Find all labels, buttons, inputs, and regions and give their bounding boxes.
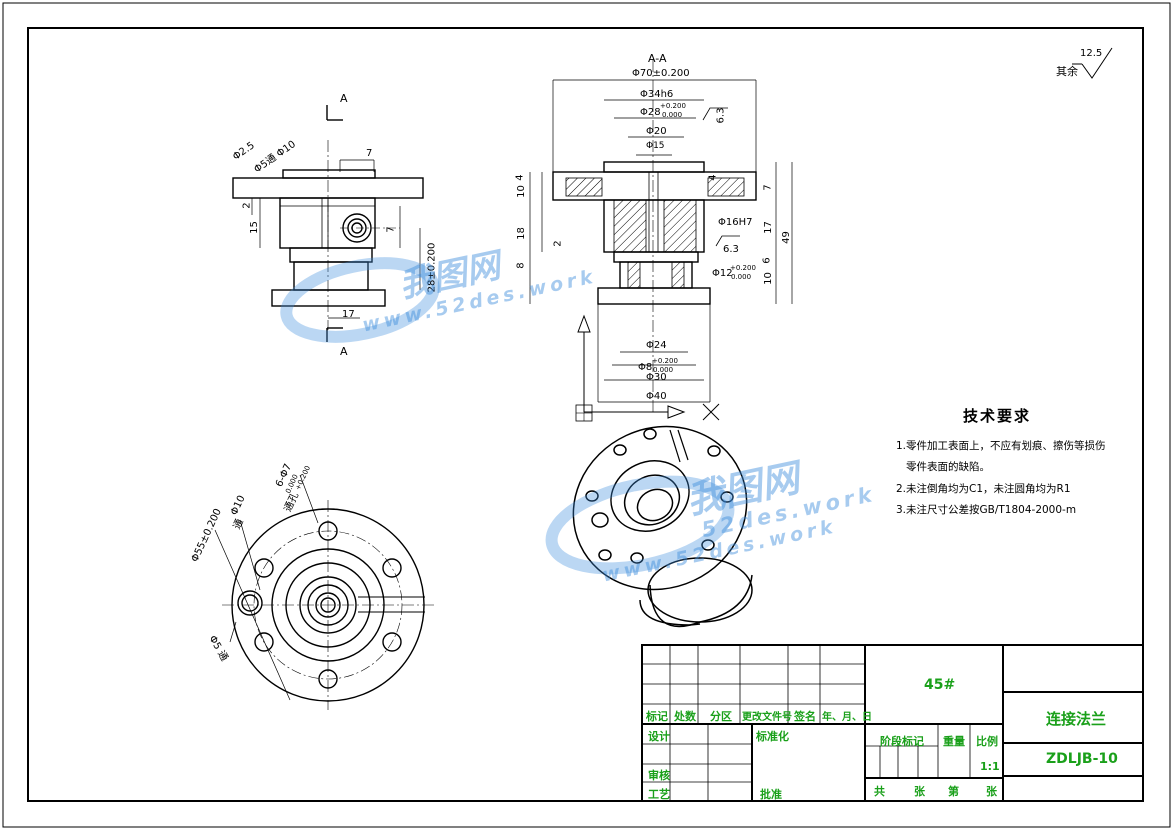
dim-h2: 2	[552, 240, 564, 247]
tb-row-label-4: 签名	[794, 710, 816, 723]
section-view	[529, 60, 793, 422]
dim-d30: Φ30	[646, 372, 667, 383]
tb-row-label-1: 处数	[674, 710, 696, 723]
dim-d28-dn: 0.000	[662, 111, 683, 119]
tb-standard: 标准化	[756, 730, 789, 743]
view-mark-top: A	[340, 92, 348, 105]
tb-row-label-0: 标记	[646, 710, 668, 723]
tb-approve: 批准	[760, 788, 782, 801]
roughness-symbol	[1072, 47, 1113, 79]
dim-w2: 2	[241, 202, 253, 209]
dim-r63b: 6.3	[723, 244, 739, 255]
tech-item-2: 2.未注倒角均为C1，未注圆角均为R1	[896, 483, 1071, 495]
dim-d24: Φ24	[646, 340, 667, 351]
dim-d12-up: +0.200	[730, 264, 756, 272]
dim-d16: Φ16H7	[718, 217, 753, 228]
tb-weight: 重量	[943, 735, 965, 748]
tb-drawing-no: ZDLJB-10	[1046, 751, 1118, 767]
isometric-view	[572, 425, 753, 628]
tb-stage: 阶段标记	[880, 735, 924, 748]
tb-sheet: 张	[986, 785, 997, 798]
tb-total: 共	[874, 785, 885, 798]
front-view	[232, 105, 424, 342]
dim-h6: 6	[761, 257, 773, 264]
tb-row-label-5: 年、月、日	[822, 712, 872, 723]
tb-design: 设计	[648, 730, 670, 743]
dim-d28-up: +0.200	[660, 102, 686, 110]
dim-h49: 49	[780, 231, 792, 244]
tb-row-label-3: 更改文件号	[742, 712, 792, 723]
dim-h7: 7	[762, 184, 774, 191]
top-view	[214, 474, 434, 710]
dim-h7f: 7	[385, 226, 397, 233]
view-mark-bottom: A	[340, 345, 348, 358]
dim-d8: Φ8	[638, 362, 653, 373]
tech-item-1: 1.零件加工表面上，不应有划痕、擦伤等损伤	[896, 440, 1106, 452]
inner-border	[27, 27, 1144, 802]
dim-h17: 17	[762, 221, 774, 234]
tech-title: 技术要求	[963, 407, 1032, 425]
roughness-label: 其余	[1056, 65, 1078, 78]
dim-h10: 10	[515, 185, 527, 198]
title-block	[641, 644, 1144, 802]
dim-h4b: 4	[707, 174, 719, 181]
dim-h8: 8	[515, 262, 527, 269]
dim-w17: 17	[342, 309, 355, 320]
tb-material: 45#	[924, 677, 956, 693]
tb-review: 审核	[648, 769, 670, 782]
tb-sheets: 张	[914, 785, 925, 798]
dim-h15: 15	[248, 221, 260, 234]
dim-d12-dn: 0.000	[731, 273, 752, 281]
dim-w7: 7	[366, 148, 373, 159]
dim-h10b: 10	[762, 272, 774, 285]
dim-h4: 4	[514, 174, 526, 181]
tb-scale-label: 比例	[976, 735, 998, 748]
dim-d40: Φ40	[646, 391, 667, 402]
dim-d20: Φ20	[646, 126, 667, 137]
tech-item-1b: 零件表面的缺陷。	[906, 461, 990, 473]
dim-d34: Φ34h6	[640, 89, 674, 100]
dim-d12: Φ12	[712, 268, 733, 279]
dim-d8-dn: 0.000	[653, 366, 674, 374]
tb-scale: 1:1	[980, 760, 1000, 773]
dim-h18: 18	[515, 227, 527, 240]
dim-d28: Φ28	[640, 107, 661, 118]
dim-r63a: 6.3	[715, 107, 727, 124]
tb-process: 工艺	[648, 788, 670, 801]
tb-row-label-2: 分区	[710, 710, 732, 723]
roughness-value: 12.5	[1080, 48, 1103, 59]
tb-no: 第	[948, 785, 959, 798]
dim-d15: Φ15	[646, 141, 665, 151]
dim-d8-up: +0.200	[652, 357, 678, 365]
tb-part-name: 连接法兰	[1046, 710, 1107, 728]
section-label: A-A	[648, 52, 667, 65]
watermark-graphic	[280, 257, 735, 575]
tech-item-3: 3.未注尺寸公差按GB/T1804-2000-m	[896, 504, 1077, 516]
dim-d70: Φ70±0.200	[632, 68, 690, 79]
